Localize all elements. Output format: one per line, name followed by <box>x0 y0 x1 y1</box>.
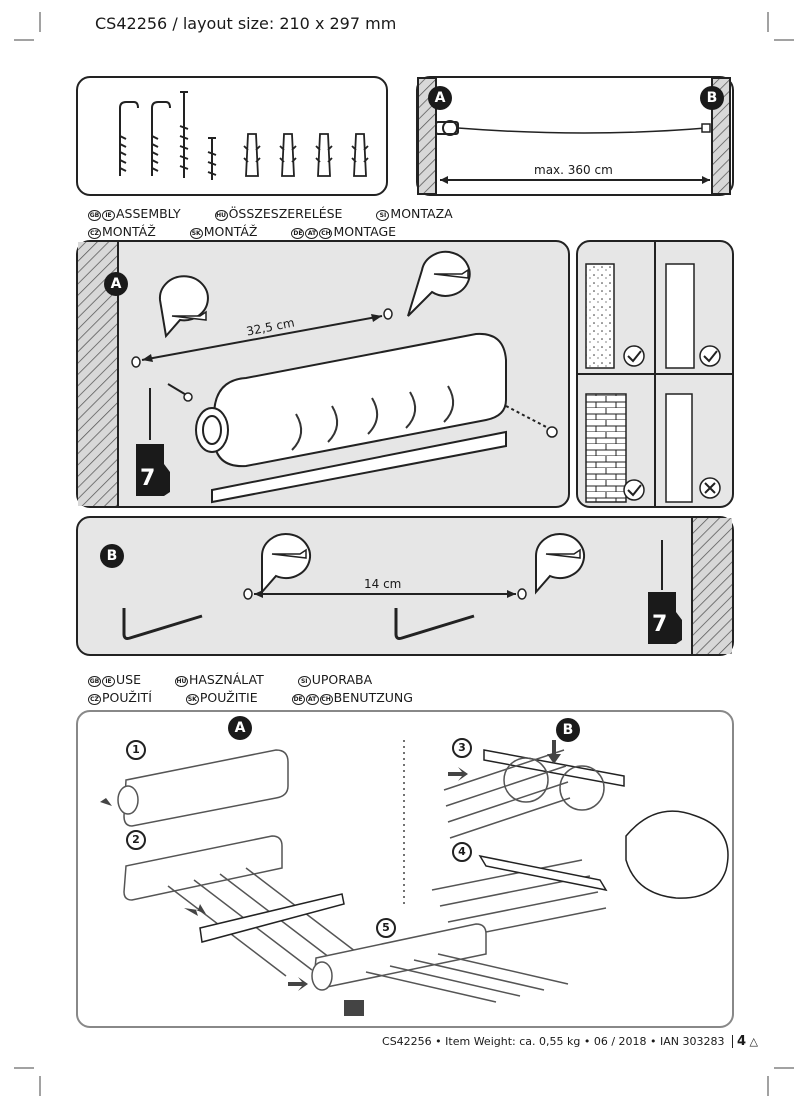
heading-use-en: USE <box>116 672 141 687</box>
page-header: CS42256 / layout size: 210 x 297 mm <box>95 14 396 33</box>
hook-screw-icon <box>394 608 475 640</box>
header-separator: / <box>172 14 178 33</box>
point-b-badge: B <box>700 86 724 110</box>
parts-illustration <box>119 91 369 180</box>
dryer-housing <box>313 923 487 989</box>
arrow-icon <box>547 740 561 764</box>
hook-screw-icon <box>119 101 139 176</box>
step-2: 2 <box>126 830 146 850</box>
use-a-badge: A <box>228 716 252 740</box>
assembly-a-badge: A <box>104 272 128 296</box>
wall-plug-icon <box>351 133 369 177</box>
dryer-housing <box>213 332 507 468</box>
wall-plug-icon <box>271 548 581 559</box>
wall-plug-icon <box>243 133 261 177</box>
heading-use-si: UPORABA <box>311 672 373 687</box>
dryer-housing <box>123 749 289 827</box>
step-5: 5 <box>376 918 396 938</box>
footer-info: CS42256 • Item Weight: ca. 0,55 kg • 06 … <box>382 1035 725 1048</box>
heading-assembly-en: ASSEMBLY <box>116 206 181 221</box>
drying-line <box>457 127 707 134</box>
arrow-icon <box>184 904 206 916</box>
heading-use-cz: POUŽITÍ <box>102 690 152 705</box>
heading-use-de: BENUTZUNG <box>333 690 413 705</box>
parts-box <box>76 76 388 196</box>
drywall-icon <box>665 393 693 503</box>
layout-size: layout size: 210 x 297 mm <box>182 14 397 33</box>
page-number: 4 <box>736 1034 747 1049</box>
triangle-icon: △ <box>749 1035 758 1048</box>
use-box <box>76 710 734 1028</box>
hook-screw-icon <box>119 135 127 172</box>
lock-icon <box>344 1000 364 1016</box>
wall-plug-icon <box>315 133 333 177</box>
use-b-badge: B <box>556 718 580 742</box>
heading-use-sk: POUŽITIE <box>199 690 258 705</box>
wall-plug-icon <box>279 133 297 177</box>
assembly-b-badge: B <box>100 544 124 568</box>
heading-use-hu: HASZNÁLAT <box>188 672 264 687</box>
arrow-icon <box>448 767 468 781</box>
step-1: 1 <box>126 740 146 760</box>
heading-assembly-sk: MONTÁŽ <box>203 224 258 239</box>
heading-assembly-si: MONTAZA <box>390 206 453 221</box>
drill-size-a: 7 <box>140 466 156 491</box>
assembly-b-illustration <box>122 518 732 654</box>
hook-screw-icon <box>151 101 171 176</box>
step-4: 4 <box>452 842 472 862</box>
assembly-b-box <box>76 516 734 656</box>
page-footer: CS42256 • Item Weight: ca. 0,55 kg • 06 … <box>382 1034 758 1049</box>
hook-screw-icon <box>122 608 203 640</box>
dryer-housing <box>123 835 283 901</box>
wood-wall-icon <box>665 263 695 369</box>
arrow-icon <box>288 977 308 991</box>
span-illustration <box>417 77 731 195</box>
heading-assembly-hu: ÖSSZESZERELÉSE <box>228 206 343 221</box>
drill-size-b: 7 <box>652 612 668 637</box>
distance-b-label: 14 cm <box>364 577 402 591</box>
use-illustration <box>100 740 729 1016</box>
product-code: CS42256 <box>95 14 168 33</box>
brick-wall-icon <box>585 393 627 503</box>
wall-types-illustration <box>578 242 732 506</box>
heading-assembly-cz: MONTÁŽ <box>102 224 156 239</box>
heading-assembly-de: MONTAGE <box>333 224 397 239</box>
check-icon <box>623 345 645 367</box>
wall-plug-icon <box>171 268 469 321</box>
cross-icon <box>699 477 721 499</box>
arrow-icon <box>100 798 118 806</box>
max-length-label: max. 360 cm <box>534 163 613 177</box>
concrete-wall-icon <box>585 263 615 369</box>
point-a-badge: A <box>428 86 452 110</box>
check-icon <box>623 479 645 501</box>
drill-bit-icon <box>648 540 682 644</box>
assembly-a-illustration <box>78 242 558 506</box>
drill-bit-icon <box>136 388 170 496</box>
step-3: 3 <box>452 738 472 758</box>
check-icon <box>699 345 721 367</box>
